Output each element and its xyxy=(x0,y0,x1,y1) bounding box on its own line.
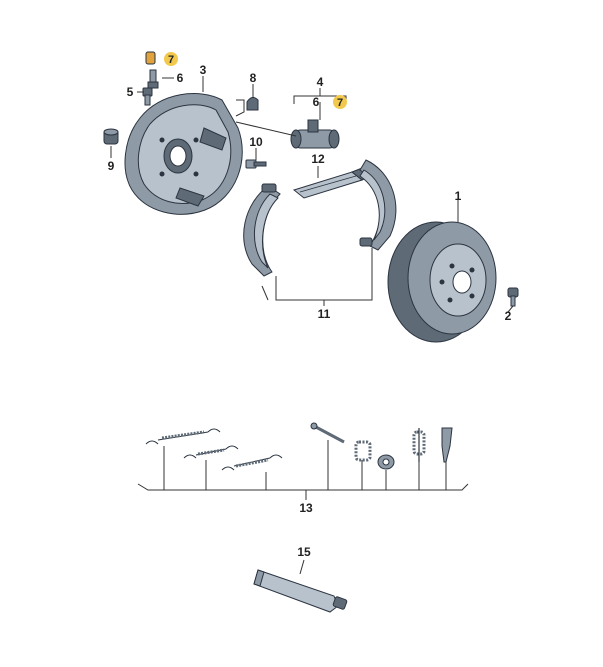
highlight-badge-7-right xyxy=(333,95,347,109)
label-part-5: 5 xyxy=(127,85,134,99)
label-part-7-right: 7 xyxy=(337,97,343,109)
spring-1 xyxy=(145,428,221,445)
label-part-6-left: 6 xyxy=(177,71,184,85)
dust-cap-7 xyxy=(145,51,156,65)
lever xyxy=(441,427,453,463)
spring-3 xyxy=(221,454,283,471)
label-part-2: 2 xyxy=(505,309,512,323)
retainer-cup xyxy=(377,454,395,470)
label-part-11: 11 xyxy=(318,307,331,321)
label-part-9: 9 xyxy=(108,159,115,173)
brake-drum-1 xyxy=(387,221,497,343)
spring-2 xyxy=(183,445,239,459)
leader-lines xyxy=(110,76,514,575)
backing-plate xyxy=(124,93,243,215)
part-labels: 1 2 3 4 5 6 6 7 7 8 9 10 11 12 13 15 xyxy=(108,52,512,559)
label-part-6-right: 6 xyxy=(313,95,320,109)
label-part-15: 15 xyxy=(297,545,311,559)
label-part-1: 1 xyxy=(455,189,462,203)
label-part-3: 3 xyxy=(200,63,207,77)
bolt-5 xyxy=(142,87,153,106)
label-part-13: 13 xyxy=(299,501,313,515)
label-part-7-left: 7 xyxy=(168,54,174,66)
label-part-12: 12 xyxy=(311,152,325,166)
grease-tube-15 xyxy=(253,569,348,613)
plug-8 xyxy=(246,96,259,111)
brake-shoe-left xyxy=(243,183,281,277)
adjuster-strut-12 xyxy=(292,167,367,199)
brake-shoe-right xyxy=(359,159,397,251)
highlight-badge-7-left xyxy=(164,52,178,66)
bleeder-valve-6 xyxy=(147,69,159,89)
label-part-8: 8 xyxy=(250,71,257,85)
grommet-9 xyxy=(103,128,119,145)
label-part-4: 4 xyxy=(317,75,324,89)
bolt-10 xyxy=(245,159,267,169)
pin-rod xyxy=(310,422,345,444)
screw-2 xyxy=(507,287,519,307)
wheel-cylinder-4 xyxy=(290,119,340,149)
spring-clip xyxy=(412,428,426,462)
coil-spring-small xyxy=(354,440,372,462)
label-part-10: 10 xyxy=(249,135,263,149)
